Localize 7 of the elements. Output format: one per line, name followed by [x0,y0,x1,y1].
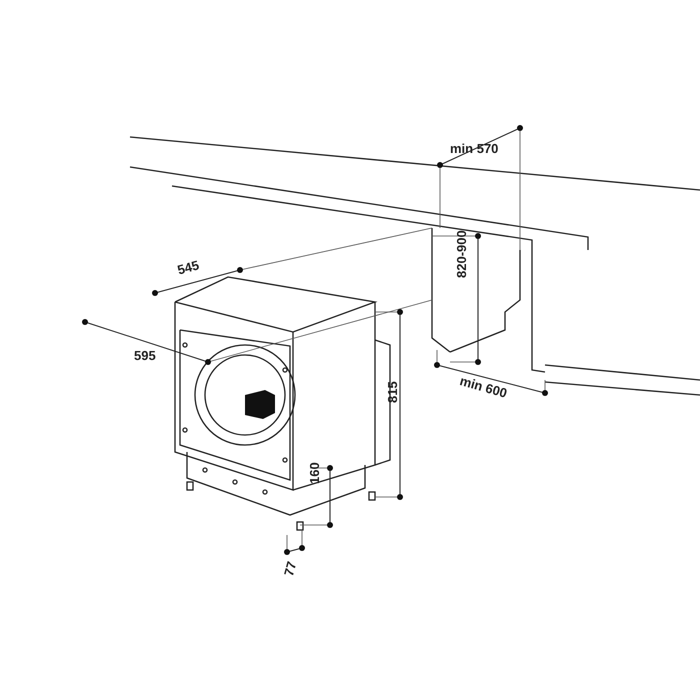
dimension-label: min 600 [458,374,509,400]
dimension-label: 595 [134,349,156,362]
dimension-label: 77 [282,560,298,578]
dimension-label: 160 [308,462,321,484]
dimension-label: 820-900 [455,230,468,278]
dimension-label: min 570 [450,142,498,155]
dimension-label: 545 [176,258,200,277]
